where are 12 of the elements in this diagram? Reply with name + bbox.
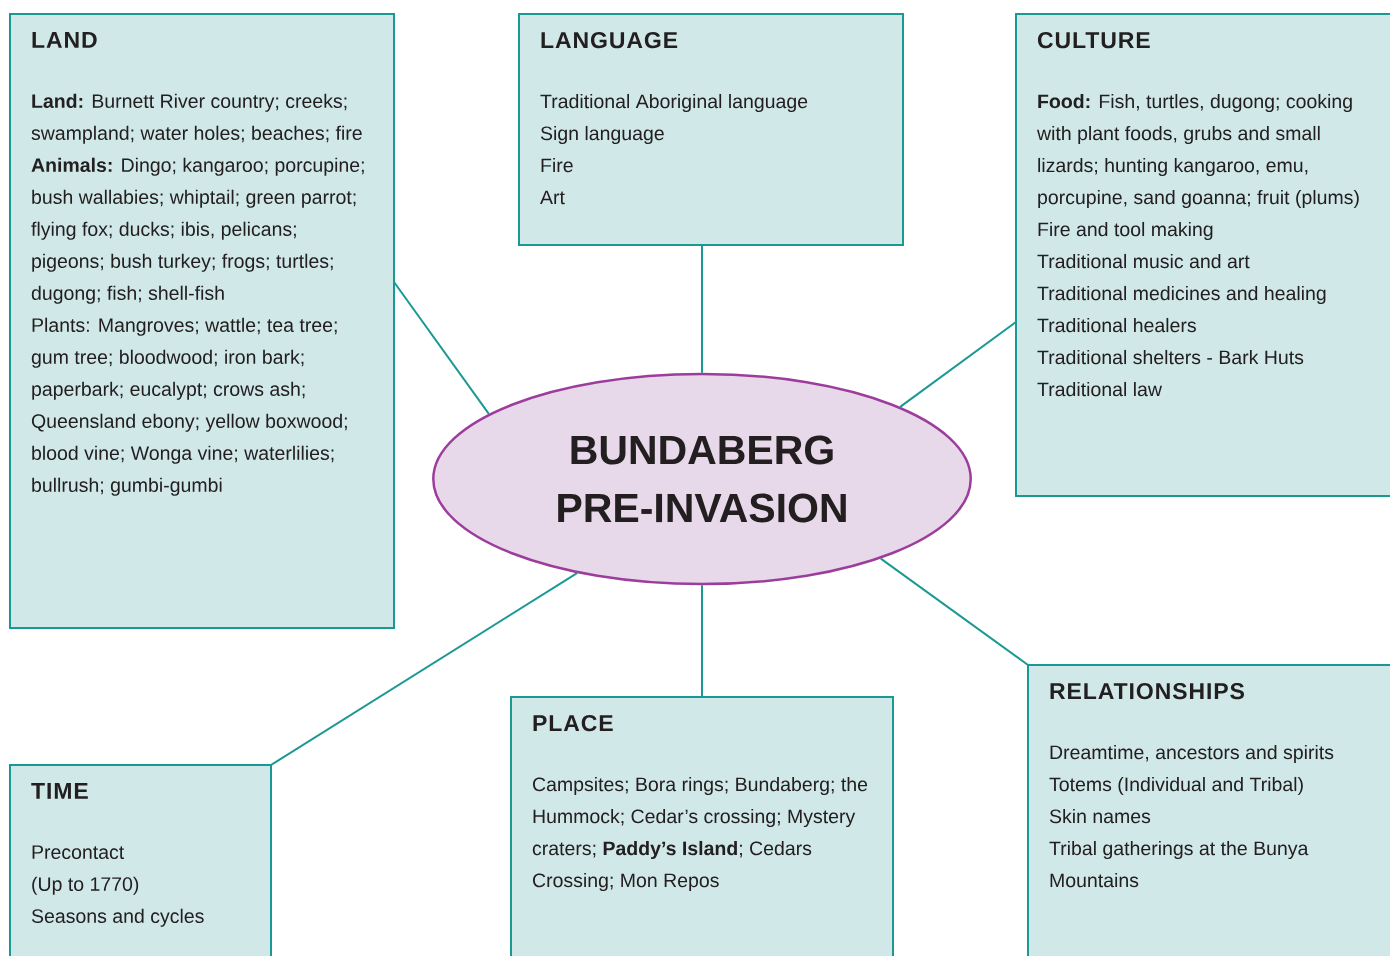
connector-line	[393, 281, 490, 415]
topic-box: CULTURE Food: Fish, turtles, dugong; cooking with plant foods, grubs and small lizards; hunting kangaroo, emu, porcupine, sand goanna; fruit (plums) Fire and tool making Traditional music and art Traditional medicines and healing Traditional healers Traditional shelters - Bark Huts Traditional law	[1015, 13, 1390, 497]
connector-line	[701, 244, 703, 374]
connector-line	[879, 557, 1029, 666]
topic-box: PLACE Campsites; Bora rings; Bundaberg; the Hummock; Cedar’s crossing; Mystery craters; Paddy’s Island; Cedars Crossing; Mon Repos	[510, 696, 894, 956]
connector-line	[270, 572, 579, 766]
topic-box: LAND Land: Burnett River country; creeks; swampland; water holes; beaches; fire Animals: Dingo; kangaroo; porcupine; bush wallabies; whiptail; green parrot; flying fox; ducks; ibis, pelicans; pigeons; bush turkey; frogs; turtles; dugong; fish; shell-fish Plants: Mangroves; wattle; tea tree; gum tree; bloodwood; iron bark; paperbark; eucalypt; crows ash; Queensland ebony; yellow boxwood; blood vine; Wonga vine; waterlilies; bullrush; gumbi-gumbi	[9, 13, 395, 629]
connector-line	[701, 584, 703, 698]
connector-line	[899, 321, 1017, 408]
topic-box: RELATIONSHIPS Dreamtime, ancestors and spirits Totems (Individual and Tribal) Skin names Tribal gatherings at the Bunya Mountains	[1027, 664, 1390, 956]
topic-box: LANGUAGE Traditional Aboriginal language Sign language Fire Art	[518, 13, 904, 246]
topic-box: TIME Precontact (Up to 1770) Seasons and cycles	[9, 764, 272, 956]
